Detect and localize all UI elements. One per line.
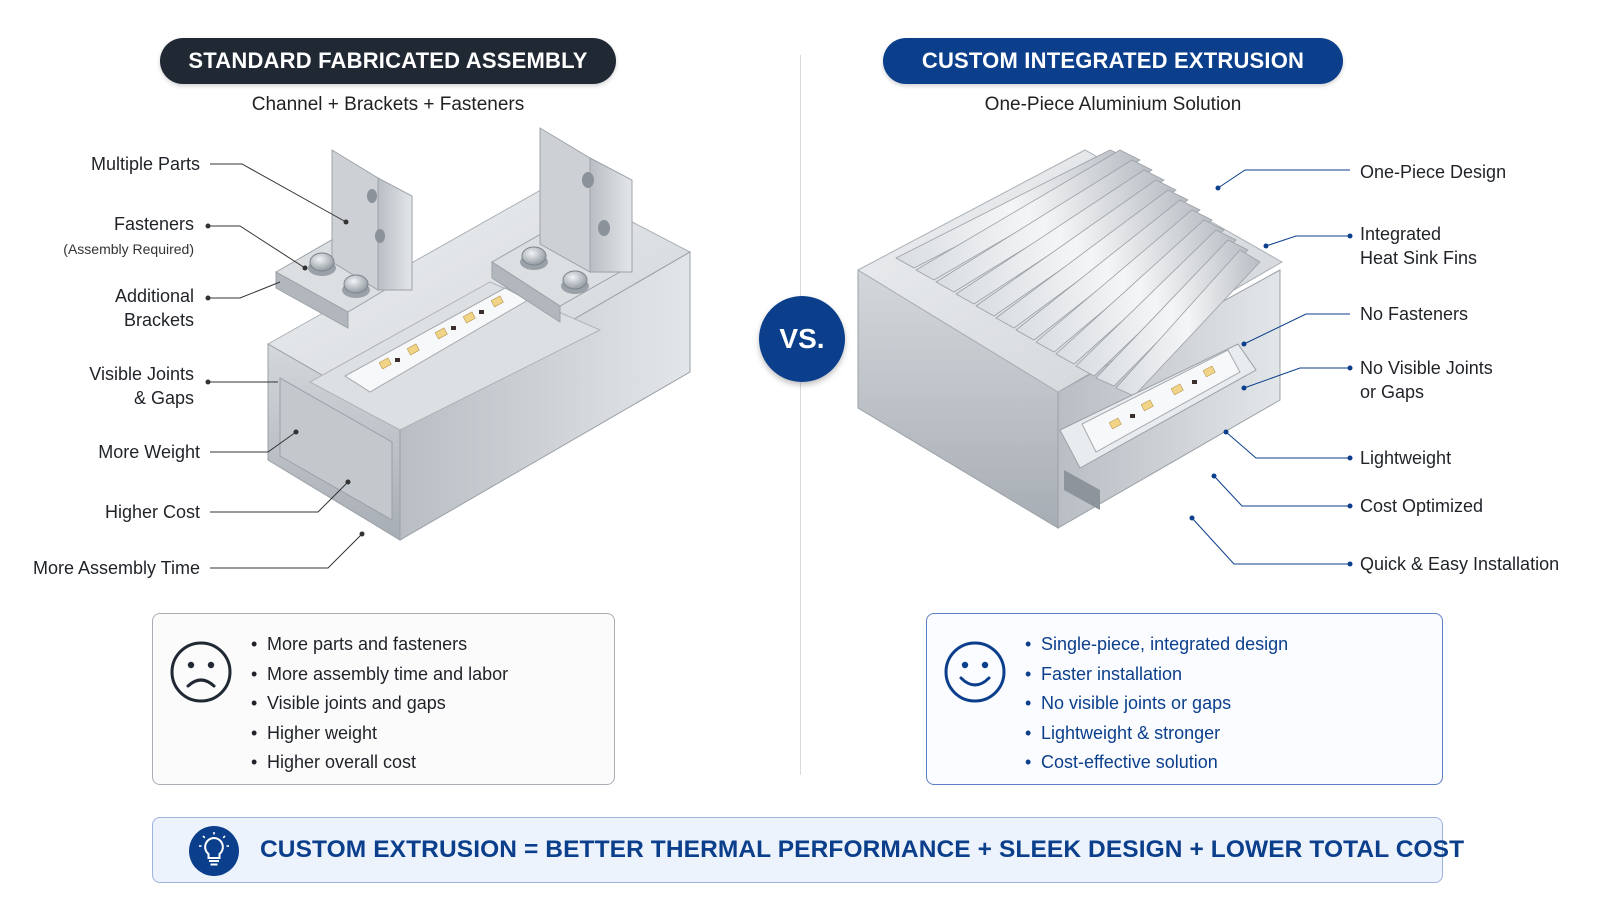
right-leader-dots <box>1189 185 1353 567</box>
right-title-pill: CUSTOM INTEGRATED EXTRUSION <box>883 38 1343 84</box>
callout-visible-joints-line1: Visible Joints <box>89 364 194 384</box>
left-subtitle: Channel + Brackets + Fasteners <box>251 94 525 115</box>
list-item: Higher overall cost <box>251 748 508 778</box>
integrated-extrusion-drawing <box>856 149 1284 529</box>
summary-banner: CUSTOM EXTRUSION = BETTER THERMAL PERFOR… <box>152 817 1464 883</box>
bolt-icon <box>561 270 589 294</box>
callout-more-assembly-time: More Assembly Time <box>32 558 200 578</box>
summary-banner-text: CUSTOM EXTRUSION = BETTER THERMAL PERFOR… <box>260 836 1465 863</box>
callout-additional-brackets-line1: Additional <box>114 286 194 306</box>
list-item: More parts and fasteners <box>251 630 508 660</box>
drawbacks-list: More parts and fasteners More assembly t… <box>251 630 508 778</box>
vs-badge: VS. <box>759 296 845 382</box>
right-leader-lines <box>1191 169 1350 565</box>
callout-fasteners-note: (Assembly Required) <box>63 241 194 257</box>
callout-additional-brackets: Additional Brackets <box>20 284 194 332</box>
left-leader-lines <box>210 163 363 569</box>
callout-quick-installation: Quick & Easy Installation <box>1360 554 1560 574</box>
list-item: Cost-effective solution <box>1025 748 1288 778</box>
list-item: Lightweight & stronger <box>1025 719 1288 749</box>
callout-fasteners-title: Fasteners <box>113 214 194 234</box>
callout-cost-optimized: Cost Optimized <box>1360 496 1484 516</box>
callout-more-weight: More Weight <box>98 442 200 462</box>
lightbulb-icon <box>189 826 239 876</box>
list-item: Visible joints and gaps <box>251 689 508 719</box>
list-item: No visible joints or gaps <box>1025 689 1288 719</box>
benefits-list: Single-piece, integrated design Faster i… <box>1025 630 1288 778</box>
callout-integrated-fins-line2: Heat Sink Fins <box>1360 248 1478 268</box>
heat-sink-fins <box>895 149 1261 397</box>
callout-additional-brackets-line2: Brackets <box>123 310 194 330</box>
callout-no-fasteners: No Fasteners <box>1360 304 1469 324</box>
fabricated-assembly-drawing <box>266 127 692 541</box>
sad-face-icon <box>170 641 232 703</box>
callout-integrated-fins-line1: Integrated <box>1360 224 1442 244</box>
left-title-pill: STANDARD FABRICATED ASSEMBLY <box>160 38 616 84</box>
callout-no-visible-joints-line1: No Visible Joints <box>1360 358 1493 378</box>
list-item: More assembly time and labor <box>251 660 508 690</box>
callout-visible-joints-line2: & Gaps <box>133 388 194 408</box>
callout-lightweight: Lightweight <box>1360 448 1452 468</box>
callout-multiple-parts: Multiple Parts <box>90 154 200 174</box>
callout-integrated-fins: Integrated Heat Sink Fins <box>1360 222 1580 270</box>
left-leader-dots <box>205 219 365 537</box>
drawbacks-box: More parts and fasteners More assembly t… <box>152 613 615 785</box>
list-item: Faster installation <box>1025 660 1288 690</box>
bolt-icon <box>342 274 370 298</box>
right-subtitle: One-Piece Aluminium Solution <box>984 94 1242 115</box>
list-item: Single-piece, integrated design <box>1025 630 1288 660</box>
smile-face-icon <box>944 641 1006 703</box>
callout-no-visible-joints-line2: or Gaps <box>1360 382 1425 402</box>
list-item: Higher weight <box>251 719 508 749</box>
callout-no-visible-joints: No Visible Joints or Gaps <box>1360 356 1580 404</box>
benefits-box: Single-piece, integrated design Faster i… <box>926 613 1443 785</box>
callout-higher-cost: Higher Cost <box>104 502 200 522</box>
bolt-icon <box>308 252 336 276</box>
callout-visible-joints: Visible Joints & Gaps <box>20 362 194 410</box>
center-divider <box>800 55 801 775</box>
callout-fasteners: Fasteners (Assembly Required) <box>20 212 194 261</box>
callout-one-piece-design: One-Piece Design <box>1360 162 1507 182</box>
bolt-icon <box>520 246 548 270</box>
